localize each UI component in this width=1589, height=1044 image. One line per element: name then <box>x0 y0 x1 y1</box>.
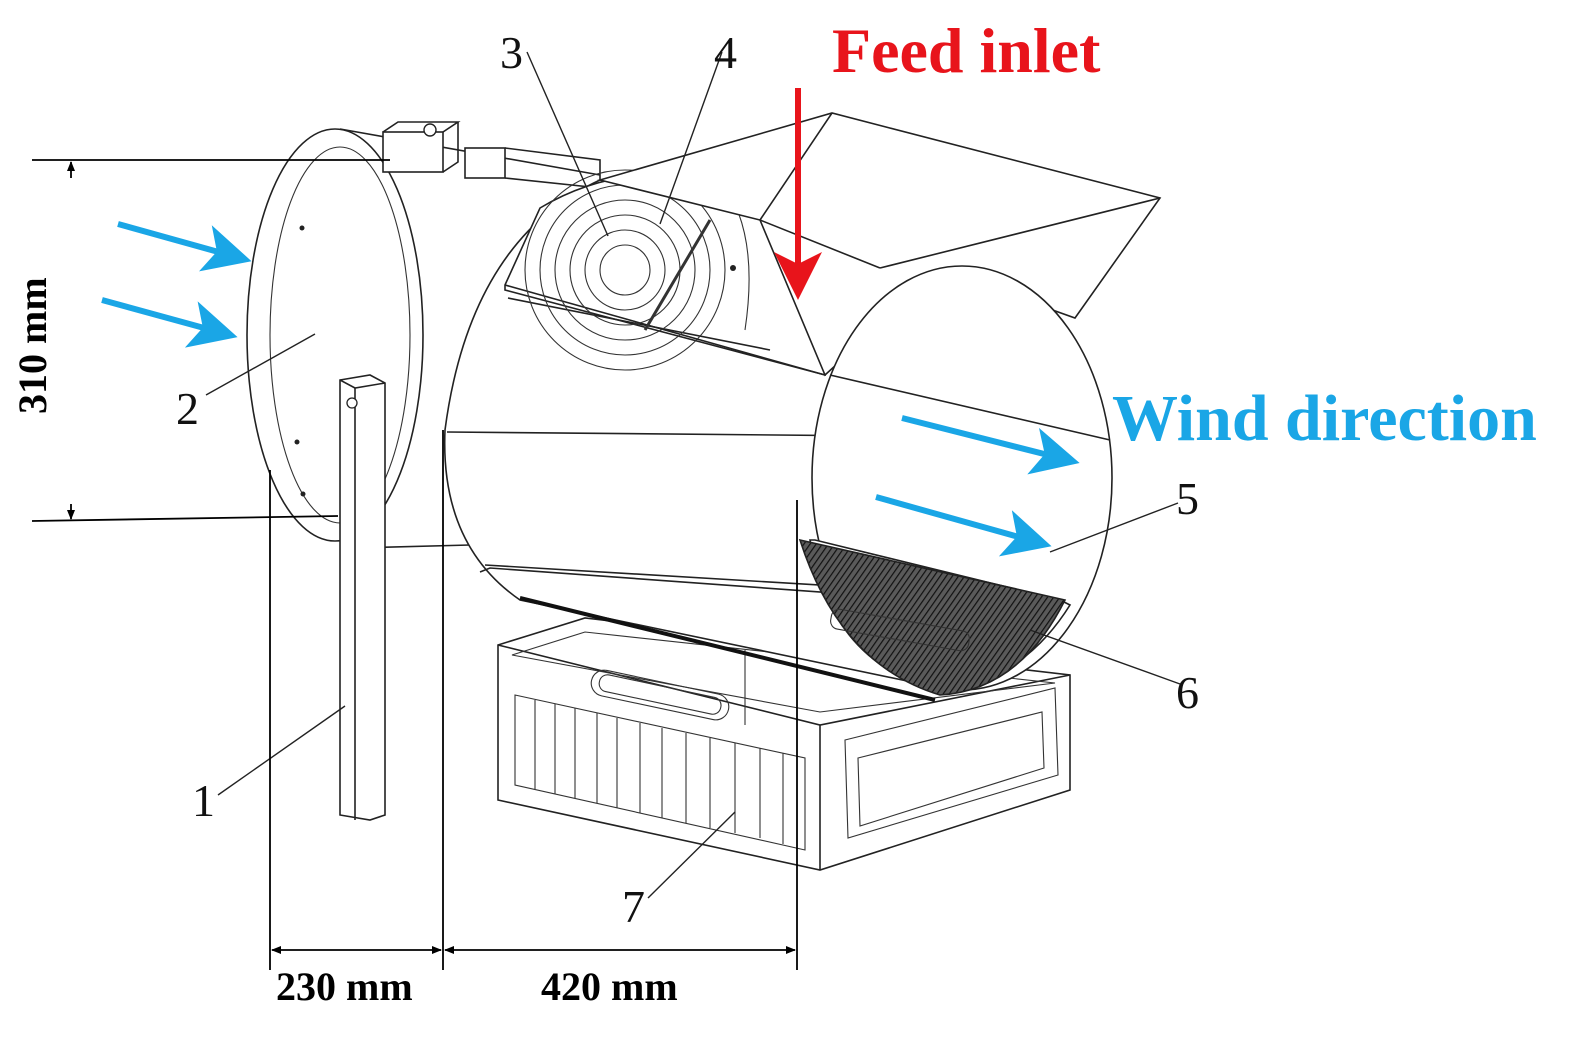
wind-direction-label: Wind direction <box>1112 382 1537 455</box>
dimension-lines <box>31 159 798 970</box>
wind-arrow-in-2 <box>101 297 238 348</box>
front-end-cap <box>798 265 1113 696</box>
length-right-dimension-label: 420 mm <box>541 964 678 1009</box>
wind-arrow-out-2 <box>875 494 1052 557</box>
fan-wheel <box>524 169 750 371</box>
length-left-dimension-label: 230 mm <box>276 964 413 1009</box>
part-number-5: 5 <box>1176 473 1199 524</box>
feed-inlet-label: Feed inlet <box>832 15 1101 86</box>
part-number-7: 7 <box>622 881 645 932</box>
wind-arrows <box>101 221 1080 557</box>
part-number-4: 4 <box>714 27 737 78</box>
part-number-3: 3 <box>500 27 523 78</box>
wind-arrow-out-1 <box>901 415 1080 475</box>
vent-grille <box>514 694 806 851</box>
fan-housing <box>246 121 601 549</box>
part-number-1: 1 <box>192 775 215 826</box>
part-number-2: 2 <box>176 383 199 434</box>
screen-mesh <box>798 538 1067 696</box>
wind-arrow-in-1 <box>117 221 252 272</box>
support-leg <box>339 374 386 821</box>
height-dimension-label: 310 mm <box>10 277 55 414</box>
part-number-6: 6 <box>1176 667 1199 718</box>
leader-lines <box>205 51 1181 899</box>
